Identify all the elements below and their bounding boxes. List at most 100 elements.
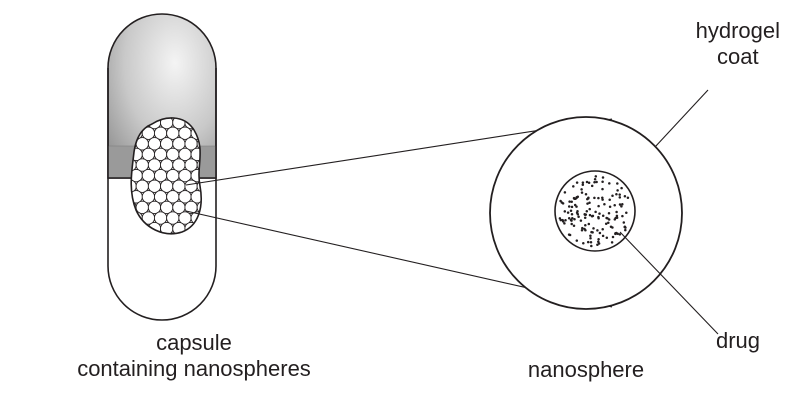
drug-particle (601, 214, 605, 217)
drug-particle (611, 194, 614, 198)
drug-particle (607, 218, 611, 221)
drug-particle (567, 217, 571, 220)
drug-particle (615, 210, 618, 214)
drug-particle (597, 204, 600, 208)
drug-particle (583, 213, 587, 217)
drug-particle (572, 185, 575, 188)
drug-particle (608, 182, 611, 185)
drug-particle (620, 186, 623, 190)
drug-particle (601, 176, 605, 179)
drug-particle (616, 189, 619, 192)
drug-particle (607, 221, 610, 225)
drug-particle (569, 209, 573, 212)
drug-particle (601, 198, 604, 201)
drug-particle (563, 191, 567, 194)
drug-particle (590, 230, 593, 234)
drug-particle (589, 236, 592, 240)
hydrogel-label-line2: coat (717, 44, 759, 69)
drug-particle (623, 225, 627, 228)
hydrogel-coat-label: hydrogel coat (696, 18, 780, 70)
drug-particle (582, 241, 585, 245)
drug-particle (576, 195, 580, 199)
drug-particle (590, 214, 594, 218)
drug-particle (583, 227, 586, 231)
drug-particle (624, 228, 627, 232)
drug-particle (596, 229, 599, 232)
drug-particle (593, 180, 596, 184)
drug-particle (593, 177, 597, 181)
drug-particle (596, 243, 599, 247)
drug-particle (626, 196, 630, 200)
drug-particle (577, 215, 580, 219)
drug-particle (607, 211, 611, 215)
drug-particle (622, 221, 626, 224)
drug-particle (587, 222, 591, 226)
drug-particle (575, 181, 579, 184)
drug-particle (570, 222, 573, 226)
drug-particle (580, 229, 584, 232)
drug-particle (583, 216, 587, 220)
nanosphere (489, 116, 683, 310)
drug-particle (605, 216, 608, 220)
drug-particle (588, 207, 591, 211)
drug-particle (615, 214, 619, 218)
drug-particle (558, 217, 562, 220)
drug-particle (585, 210, 589, 213)
drug-particle (601, 228, 604, 231)
hydrogel-label-line1: hydrogel (695, 18, 780, 43)
drug-particle (614, 216, 617, 220)
drug-particle (584, 224, 587, 227)
drug-particle (615, 192, 618, 196)
drug-particle (616, 182, 619, 185)
drug-particle (586, 240, 590, 244)
drug-particle (604, 222, 608, 226)
drug-particle (581, 226, 584, 230)
drug-particle (588, 213, 592, 217)
drug-particle (586, 202, 589, 205)
drug-particle (579, 219, 583, 222)
drug-particle (590, 244, 593, 248)
drug-leader-line (619, 231, 719, 335)
drug-particle (585, 180, 589, 184)
drug-particle (618, 203, 622, 206)
drug-particle (581, 183, 585, 186)
drug-particle (605, 236, 609, 239)
drug-particle (601, 234, 605, 238)
drug-particle (623, 194, 627, 198)
capsule (107, 13, 217, 321)
hydrogel-leader-line (654, 89, 709, 148)
drug-particle (570, 212, 574, 216)
drug-particle (618, 193, 621, 196)
drug-particle (625, 211, 628, 214)
drug-particle (592, 227, 595, 230)
drug-particle (566, 211, 570, 214)
drug-particle (618, 196, 622, 199)
drug-particle (561, 220, 565, 223)
drug-particle (572, 224, 576, 228)
drug-particle (573, 217, 576, 221)
drug-particle (589, 241, 593, 244)
drug-particle (563, 222, 566, 225)
capsule-label-line1: capsule (156, 330, 232, 355)
drug-particles (558, 175, 630, 248)
drug-particle (587, 196, 590, 200)
drug-particle (618, 233, 622, 236)
capsule-label: capsule containing nanospheres (77, 330, 311, 382)
drug-particle (587, 181, 591, 185)
drug-particle (621, 214, 624, 218)
drug-particle (567, 205, 571, 208)
nanosphere-label: nanosphere (527, 357, 645, 382)
drug-particle (570, 200, 573, 203)
drug-particle (620, 205, 623, 208)
drug-particle (614, 232, 617, 235)
drug-particle (580, 188, 583, 191)
drug-label: drug (716, 328, 761, 353)
drug-particle (575, 239, 579, 242)
drug-particle (589, 234, 592, 237)
drug-particle (597, 215, 600, 219)
drug-particle (568, 200, 571, 203)
drug-particle (597, 240, 600, 244)
drug-particle (603, 202, 606, 206)
